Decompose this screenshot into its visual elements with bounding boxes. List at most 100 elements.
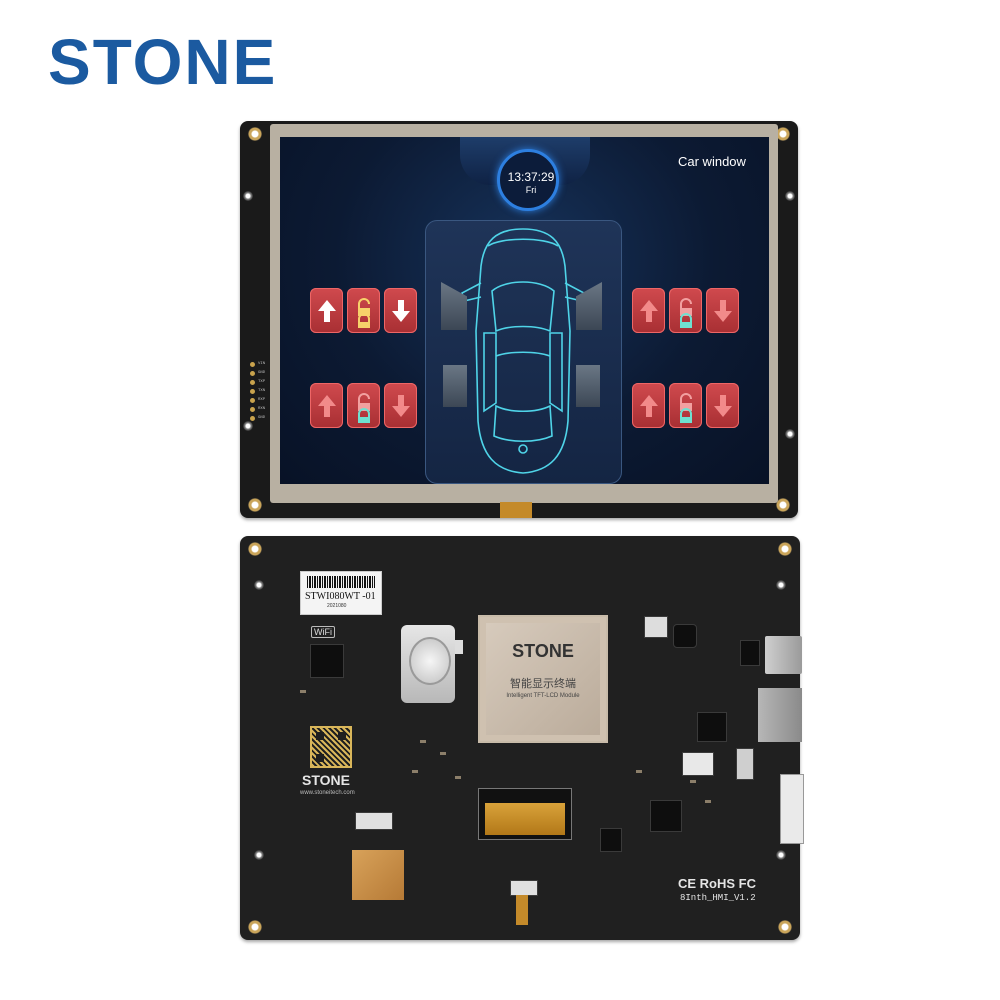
smd-component	[420, 740, 426, 743]
rear-right-window-down-button[interactable]	[706, 383, 739, 428]
front-left-window-lock-button[interactable]	[347, 288, 380, 333]
regulator-chip	[600, 828, 622, 852]
front-left-window-down-button[interactable]	[384, 288, 417, 333]
pin-label: TXP	[258, 380, 266, 384]
qr-code	[310, 726, 352, 768]
arrow-down-icon	[714, 300, 732, 322]
side-hole	[785, 191, 795, 201]
smd-component	[300, 690, 306, 693]
smd-component	[440, 752, 446, 755]
arrow-down-icon	[714, 395, 732, 417]
interface-chip	[697, 712, 727, 742]
model-number: STWI080WT -01	[305, 591, 376, 602]
touch-screen[interactable]: 13:37:29 Fri Car window	[280, 137, 769, 484]
wifi-silkscreen: WiFi	[311, 626, 335, 638]
pin-label: GND	[258, 371, 266, 375]
rear-left-window-down-button[interactable]	[384, 383, 417, 428]
arrow-up-icon	[640, 300, 658, 322]
driver-chip	[650, 800, 682, 832]
side-hole	[785, 429, 795, 439]
smd-component	[412, 770, 418, 773]
smd-component	[636, 770, 642, 773]
unlock-icon	[358, 298, 370, 328]
side-hole	[243, 191, 253, 201]
chip-subtitle: Intelligent TFT-LCD Module	[506, 693, 580, 699]
arrow-up-icon	[318, 395, 336, 417]
smd-component	[455, 640, 463, 654]
inductor	[673, 624, 697, 648]
rear-left-window-up-button[interactable]	[310, 383, 343, 428]
touch-flex-cable	[500, 502, 532, 518]
sticker-date: 2021080	[327, 603, 347, 609]
front-left-window-up-button[interactable]	[310, 288, 343, 333]
chip-chinese-label: 智能显示终端	[510, 677, 576, 690]
lcd-ffc-connector	[478, 788, 572, 840]
window-glass-rear-right	[576, 365, 600, 407]
smd-component	[705, 800, 711, 803]
power-chip	[740, 640, 760, 666]
touch-connector	[355, 812, 393, 830]
pin-dot	[250, 362, 255, 367]
pin-dot	[250, 389, 255, 394]
car-panel	[425, 220, 622, 484]
front-right-window-up-button[interactable]	[632, 288, 665, 333]
board-brand: STONE	[302, 772, 350, 788]
mount-hole	[248, 920, 262, 934]
chip-brand: STONE	[512, 641, 574, 661]
pin-dot	[250, 407, 255, 412]
small-connector	[682, 752, 714, 776]
pin-label: RXN	[258, 407, 266, 411]
backlight-connector	[510, 880, 538, 896]
mount-hole	[248, 542, 262, 556]
mount-hole	[248, 498, 262, 512]
pin-dot	[250, 416, 255, 421]
copper-pad	[352, 850, 404, 900]
battery-cell	[409, 637, 451, 685]
pin-dot	[250, 398, 255, 403]
pin-label: TXN	[258, 389, 266, 393]
clock-day: Fri	[525, 185, 537, 195]
board-url: www.stoneitech.com	[300, 790, 355, 796]
smd-component	[455, 776, 461, 779]
pin-label: VIN	[258, 362, 266, 366]
main-processor-chip: STONE 智能显示终端 Intelligent TFT-LCD Module	[478, 615, 608, 743]
mount-hole	[778, 920, 792, 934]
front-right-window-down-button[interactable]	[706, 288, 739, 333]
pin-dot	[250, 380, 255, 385]
rear-right-window-up-button[interactable]	[632, 383, 665, 428]
switch-component	[644, 616, 668, 638]
board-revision: 8Inth_HMI_V1.2	[680, 893, 756, 903]
smd-component	[690, 780, 696, 783]
lock-icon	[358, 393, 370, 423]
car-outline-icon	[461, 228, 585, 474]
barcode	[307, 576, 375, 588]
side-hole	[254, 580, 264, 590]
mount-hole	[776, 127, 790, 141]
clock-time: 13:37:29	[507, 170, 555, 184]
mount-hole	[248, 127, 262, 141]
mount-hole	[778, 542, 792, 556]
rear-left-window-lock-button[interactable]	[347, 383, 380, 428]
pin-label: RXP	[258, 398, 266, 402]
lock-icon	[680, 393, 692, 423]
uart-connector	[780, 774, 804, 844]
clock-widget: 13:37:29 Fri	[497, 149, 559, 211]
screen-title: Car window	[678, 154, 746, 169]
arrow-up-icon	[318, 300, 336, 322]
ffc-ribbon	[485, 803, 565, 835]
side-hole	[776, 580, 786, 590]
arrow-down-icon	[392, 300, 410, 322]
arrow-up-icon	[640, 395, 658, 417]
brand-logo: STONE	[48, 26, 278, 98]
product-sticker: STWI080WT -01 2021080	[300, 571, 382, 615]
backlight-flex	[516, 895, 528, 925]
arrow-down-icon	[392, 395, 410, 417]
wifi-module-chip	[310, 644, 344, 678]
side-hole	[254, 850, 264, 860]
sd-card-slot	[758, 688, 802, 742]
rear-right-window-lock-button[interactable]	[669, 383, 702, 428]
side-hole	[776, 850, 786, 860]
front-right-window-lock-button[interactable]	[669, 288, 702, 333]
crystal	[736, 748, 754, 780]
usb-port	[765, 636, 802, 674]
